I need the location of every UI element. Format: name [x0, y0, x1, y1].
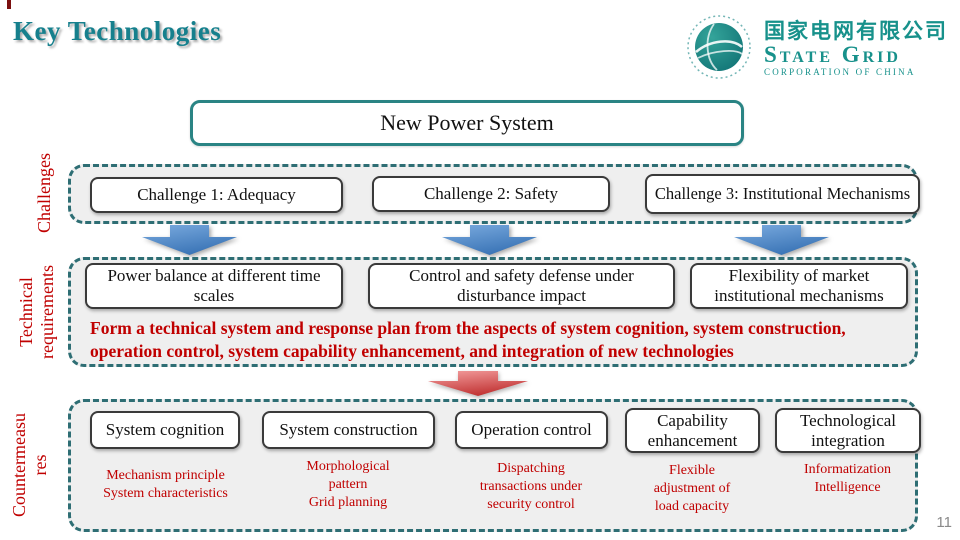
logo-company-subtitle: CORPORATION OF CHINA	[764, 67, 916, 78]
down-arrow-blue-icon	[734, 225, 829, 260]
state-grid-globe-icon	[684, 12, 754, 87]
down-arrow-red-icon	[428, 371, 528, 401]
technical-summary-text: Form a technical system and response pla…	[90, 318, 846, 362]
challenge-1-box: Challenge 1: Adequacy	[90, 177, 343, 213]
state-grid-logo-text: 国家电网有限公司 State Grid CORPORATION OF CHINA	[764, 21, 948, 78]
countermeasure-2-box: System construction	[262, 411, 435, 449]
tech-requirement-1-box: Power balance at different time scales	[85, 263, 343, 309]
countermeasures-label: Countermeasures	[9, 413, 50, 517]
down-arrow-blue-icon	[142, 225, 237, 260]
page-number: 11	[936, 514, 952, 531]
countermeasure-2-detail: Morphological pattern Grid planning	[306, 459, 390, 511]
slide-accent-mark	[7, 0, 11, 9]
technical-requirements-label: Technical requirements	[16, 265, 57, 359]
new-power-system-box: New Power System	[190, 100, 744, 146]
countermeasure-5-box: Technological integration	[775, 408, 921, 453]
tech-requirement-2-box: Control and safety defense under disturb…	[368, 263, 675, 309]
state-grid-logo: 国家电网有限公司 State Grid CORPORATION OF CHINA	[684, 12, 948, 87]
logo-company-name-en: State Grid	[764, 42, 901, 68]
down-arrow-blue-icon	[442, 225, 537, 260]
challenge-3-box: Challenge 3: Institutional Mechanisms	[645, 174, 920, 214]
countermeasure-5-detail: Informatization Intelligence	[803, 462, 892, 496]
challenges-label: Challenges	[34, 153, 54, 233]
countermeasure-4-detail: Flexible adjustment of load capacity	[653, 463, 731, 515]
logo-company-name-cn: 国家电网有限公司	[764, 20, 948, 44]
countermeasure-1-box: System cognition	[90, 411, 240, 449]
challenge-2-box: Challenge 2: Safety	[372, 176, 610, 212]
slide-title: Key Technologies	[13, 16, 222, 46]
tech-requirement-3-box: Flexibility of market institutional mech…	[690, 263, 908, 309]
countermeasure-3-detail: Dispatching transactions under security …	[479, 461, 583, 513]
countermeasure-3-box: Operation control	[455, 411, 608, 449]
countermeasure-4-box: Capability enhancement	[625, 408, 760, 453]
countermeasure-1-detail: Mechanism principle System characteristi…	[103, 468, 228, 502]
